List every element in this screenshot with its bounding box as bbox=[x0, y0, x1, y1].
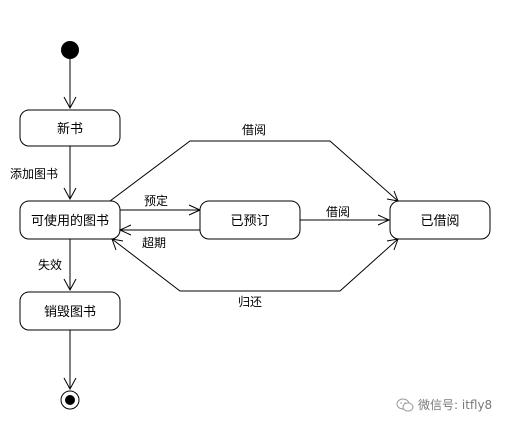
edge-initial-to-new-book bbox=[63, 59, 77, 110]
edge-overdue: 超期 bbox=[118, 224, 200, 250]
state-available-label: 可使用的图书 bbox=[31, 213, 109, 229]
watermark: 微信号: itfly8 bbox=[396, 396, 492, 413]
state-destroyed: 销毁图书 bbox=[19, 291, 121, 331]
edge-return-label: 归还 bbox=[238, 295, 262, 309]
watermark-text: 微信号: itfly8 bbox=[418, 398, 493, 412]
final-state bbox=[60, 390, 80, 410]
edge-overdue-label: 超期 bbox=[142, 235, 166, 250]
state-available: 可使用的图书 bbox=[19, 200, 121, 240]
state-new-book-label: 新书 bbox=[57, 121, 83, 137]
edge-add-book-label: 添加图书 bbox=[10, 167, 58, 181]
edge-borrow-top: 借阅 bbox=[109, 123, 399, 202]
edge-reserve: 预定 bbox=[120, 193, 202, 216]
edge-add-book: 添加图书 bbox=[10, 146, 77, 201]
edge-reserve-label: 预定 bbox=[144, 193, 168, 208]
edge-lose-label: 失效 bbox=[38, 257, 62, 272]
state-reserved: 已预订 bbox=[199, 200, 301, 240]
state-new-book: 新书 bbox=[19, 109, 121, 147]
edge-lose: 失效 bbox=[38, 239, 77, 292]
state-borrowed: 已借阅 bbox=[389, 200, 491, 240]
state-reserved-label: 已预订 bbox=[230, 214, 269, 229]
state-destroyed-label: 销毁图书 bbox=[44, 305, 96, 320]
wechat-icon bbox=[396, 398, 414, 411]
state-borrowed-label: 已借阅 bbox=[420, 214, 459, 229]
initial-state bbox=[61, 41, 79, 59]
edge-borrow-top-label: 借阅 bbox=[242, 123, 266, 137]
edge-borrow-from-reserved-label: 借阅 bbox=[326, 205, 350, 219]
edge-borrow-from-reserved: 借阅 bbox=[300, 205, 391, 226]
edge-destroyed-to-final bbox=[63, 330, 77, 391]
